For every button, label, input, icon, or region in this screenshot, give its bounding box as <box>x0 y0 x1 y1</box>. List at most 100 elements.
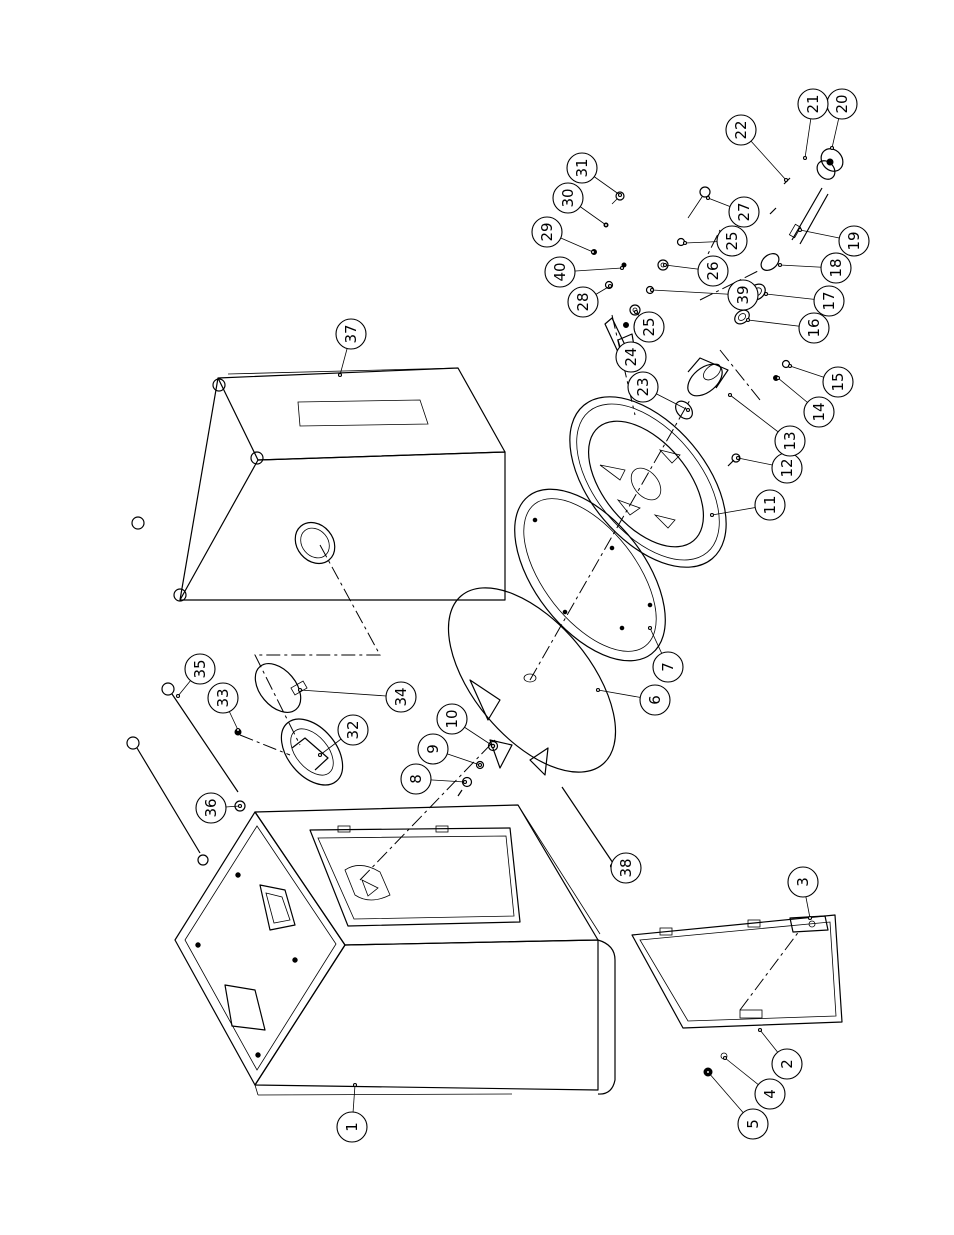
callout-36: 35 <box>175 653 216 699</box>
callout-number: 27 <box>735 202 753 221</box>
callout-33: 32 <box>317 714 369 758</box>
callout-leader-dot <box>735 455 741 461</box>
callout-leader-dot <box>807 915 813 921</box>
callout-14: 14 <box>775 375 835 428</box>
key-part-22 <box>769 177 791 215</box>
callout-number: 35 <box>191 659 209 678</box>
callout-26: 25 <box>633 309 665 343</box>
callout-balloon <box>566 152 598 184</box>
fasteners-8-9-10 <box>457 740 499 797</box>
callout-balloon <box>195 792 227 824</box>
callout-number: 25 <box>723 231 741 250</box>
callout-number: 20 <box>833 94 851 113</box>
callout-number: 32 <box>344 720 362 739</box>
callout-5: 5 <box>705 1069 769 1140</box>
callout-leader-dot <box>619 265 625 271</box>
collar-flange-part-32 <box>280 718 344 786</box>
callout-7: 7 <box>647 625 684 683</box>
callout-number: 2 <box>778 1059 796 1069</box>
callout-leader-dot <box>649 287 655 293</box>
callout-17: 17 <box>763 285 845 317</box>
callout-30: 29 <box>531 216 596 255</box>
callout-balloon <box>615 341 647 373</box>
callout-20: 20 <box>826 88 858 151</box>
pin-part-40 <box>621 262 627 268</box>
callout-balloon <box>337 714 369 746</box>
callout-balloon <box>335 318 367 350</box>
callout-number: 22 <box>732 120 750 139</box>
callout-12: 12 <box>735 452 803 484</box>
callout-25: 25 <box>682 225 748 257</box>
rod-part-38 <box>561 786 616 867</box>
impeller-part-6 <box>447 587 617 776</box>
callout-number: 29 <box>538 222 556 241</box>
callout-leader <box>299 689 402 698</box>
callout-number: 21 <box>804 94 822 113</box>
callout-leader-dot <box>802 155 808 161</box>
callout-balloon <box>727 279 759 311</box>
callout-41: 40 <box>544 256 625 288</box>
callout-leader-dot <box>337 372 343 378</box>
callout-27: 26 <box>662 255 729 287</box>
callout-leader-dot <box>317 752 323 758</box>
callout-15: 15 <box>787 363 854 398</box>
callout-balloon <box>567 286 599 318</box>
callout-number: 37 <box>342 324 360 343</box>
callout-16: 16 <box>745 312 830 344</box>
callout-1: 1 <box>336 1082 368 1143</box>
callout-balloon <box>803 396 835 428</box>
callout-number: 25 <box>640 317 658 336</box>
callout-balloon <box>822 366 854 398</box>
bolt-part-27 <box>687 186 711 219</box>
callout-balloon <box>754 489 786 521</box>
retaining-ring-part-18 <box>760 253 780 271</box>
callout-28: 27 <box>705 195 760 228</box>
callout-balloon <box>838 225 870 257</box>
callout-number: 33 <box>214 688 232 707</box>
callout-number: 6 <box>646 695 664 705</box>
assembly-centerlines <box>239 229 801 1011</box>
screw-part-15 <box>773 359 791 381</box>
callout-number: 10 <box>443 709 461 728</box>
callout-6: 6 <box>595 684 671 716</box>
callout-balloon <box>417 733 449 765</box>
gasket-part-7 <box>514 488 666 662</box>
callout-leader-dot <box>607 283 613 289</box>
callout-number: 7 <box>659 662 677 672</box>
callout-leader-dot <box>705 1069 711 1075</box>
shaft-part-19 <box>788 187 829 245</box>
callout-3: 3 <box>787 866 819 921</box>
collector-housing-part-37 <box>131 367 506 602</box>
callout-number: 18 <box>827 258 845 277</box>
callout-number: 39 <box>734 285 752 304</box>
callout-number: 31 <box>573 158 591 177</box>
callout-number: 11 <box>761 495 779 514</box>
callout-balloon <box>798 312 830 344</box>
callout-leader-dot <box>727 392 733 398</box>
callout-leader-dot <box>352 1082 358 1088</box>
callout-number: 30 <box>559 188 577 207</box>
callout-number: 13 <box>781 431 799 450</box>
bushing-part-23 <box>675 400 693 420</box>
motor-plate-part-11 <box>569 396 727 568</box>
callout-37: 36 <box>195 792 243 824</box>
callout-number: 8 <box>407 774 425 784</box>
pulley-part-20 <box>816 148 844 180</box>
callout-number: 12 <box>778 458 796 477</box>
callout-23: 23 <box>627 371 691 413</box>
callout-balloon <box>716 225 748 257</box>
callout-39: 38 <box>609 852 642 884</box>
callout-number: 19 <box>845 231 863 250</box>
callout-leader-dot <box>682 240 688 246</box>
bearing-part-16 <box>734 309 750 325</box>
fasteners-28-31 <box>591 191 625 290</box>
latch-part-3 <box>789 915 829 933</box>
callout-24: 24 <box>615 341 647 373</box>
callout-2: 2 <box>757 1027 803 1080</box>
callout-leader-dot <box>763 291 769 297</box>
callout-leader-dot <box>595 687 601 693</box>
callout-number: 36 <box>202 798 220 817</box>
cabinet-part-1 <box>174 804 616 1096</box>
callout-31: 30 <box>552 182 609 228</box>
